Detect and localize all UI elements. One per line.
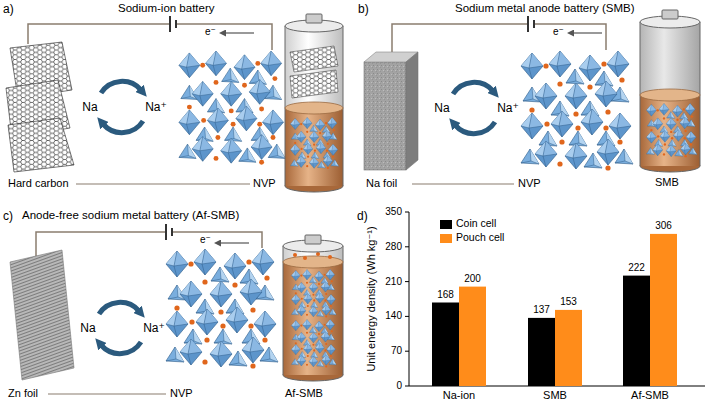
category-label: Af-SMB: [631, 389, 669, 402]
species-label: Na: [434, 101, 449, 115]
electron-arrow: [226, 32, 254, 33]
tick-label: 350: [385, 206, 402, 218]
nvp-crystal: [179, 51, 285, 165]
cell-label: Af-SMB: [285, 387, 323, 400]
electrode-label: NVP: [170, 387, 193, 400]
legend-swatch: [440, 220, 452, 229]
circuit-wire: [392, 24, 606, 52]
panel-c-art: [10, 224, 343, 394]
battery-symbol: [169, 16, 171, 32]
electrode-label: Na foil: [366, 177, 397, 190]
electrode-label: Zn foil: [8, 387, 38, 400]
value-label: 200: [464, 273, 481, 285]
cylinder-cell: [283, 235, 343, 381]
cylinder-cell: [640, 10, 700, 172]
legend-text: Pouch cell: [456, 231, 504, 244]
nvp-crystal: [521, 51, 633, 171]
panel-letter: a): [3, 2, 14, 16]
bar: [459, 287, 486, 386]
value-label: 153: [560, 296, 577, 308]
bar: [623, 276, 650, 386]
axis-ticks: [405, 212, 409, 386]
cycle-arrows: [99, 302, 141, 353]
species-label: Na: [82, 100, 97, 114]
axis-title: Unit energy density (Wh kg⁻¹): [365, 226, 378, 371]
connector-line: [412, 183, 514, 184]
bar: [555, 310, 582, 386]
bar: [432, 303, 459, 387]
cycle-arrows: [101, 81, 143, 132]
tick-label: 70: [391, 345, 402, 357]
electrode-label: NVP: [518, 177, 541, 190]
electron-label: e⁻: [553, 26, 564, 38]
panel-title: Anode-free sodium metal battery (Af-SMB): [22, 209, 239, 223]
connector-line: [76, 183, 250, 184]
sodium-foil: [364, 52, 418, 170]
circuit-wire: [28, 24, 272, 50]
category-label: Na-ion: [443, 389, 475, 402]
species-label: Na: [80, 321, 95, 335]
electron-arrow: [574, 32, 602, 33]
panel-a-art: [6, 14, 343, 192]
panel-letter: d): [357, 209, 368, 223]
battery-symbol: [533, 20, 535, 28]
cell-label: SMB: [655, 176, 679, 189]
battery-symbol: [165, 224, 167, 240]
nvp-crystal: [166, 249, 278, 369]
bar: [528, 318, 555, 386]
species-label: Na⁺: [497, 101, 519, 115]
legend-swatch: [440, 234, 452, 243]
tick-label: 280: [385, 241, 402, 253]
electron-arrow: [221, 242, 249, 243]
cycle-arrows: [453, 82, 495, 133]
tick-label: 0: [396, 380, 402, 392]
bar-chart: [405, 212, 705, 386]
battery-symbol: [527, 16, 529, 32]
value-label: 306: [655, 220, 672, 232]
circuit-wire: [36, 232, 262, 256]
electrode-label: NVP: [253, 177, 276, 190]
panel-title: Sodium-ion battery: [118, 2, 215, 16]
bar: [650, 234, 677, 386]
panel-title: Sodium metal anode battery (SMB): [455, 2, 635, 16]
category-label: SMB: [543, 389, 567, 402]
battery-symbol: [175, 20, 177, 28]
value-label: 222: [628, 262, 645, 274]
electrode-label: Hard carbon: [8, 177, 69, 190]
electron-label: e⁻: [200, 234, 211, 246]
hard-carbon-sheets: [6, 42, 74, 172]
battery-symbol: [171, 228, 173, 236]
panel-b-art: [364, 10, 700, 184]
species-label: Na⁺: [143, 321, 165, 335]
chart-axis: [409, 212, 705, 386]
tick-label: 210: [385, 276, 402, 288]
zinc-foil: [10, 250, 74, 380]
panel-letter: c): [3, 209, 13, 223]
tick-label: 140: [385, 310, 402, 322]
legend-text: Coin cell: [456, 217, 496, 230]
electron-label: e⁻: [205, 26, 216, 38]
panel-letter: b): [358, 2, 369, 16]
value-label: 137: [533, 304, 550, 316]
cylinder-cell: [285, 14, 343, 192]
connector-line: [48, 393, 166, 394]
value-label: 168: [437, 289, 454, 301]
species-label: Na⁺: [145, 100, 167, 114]
